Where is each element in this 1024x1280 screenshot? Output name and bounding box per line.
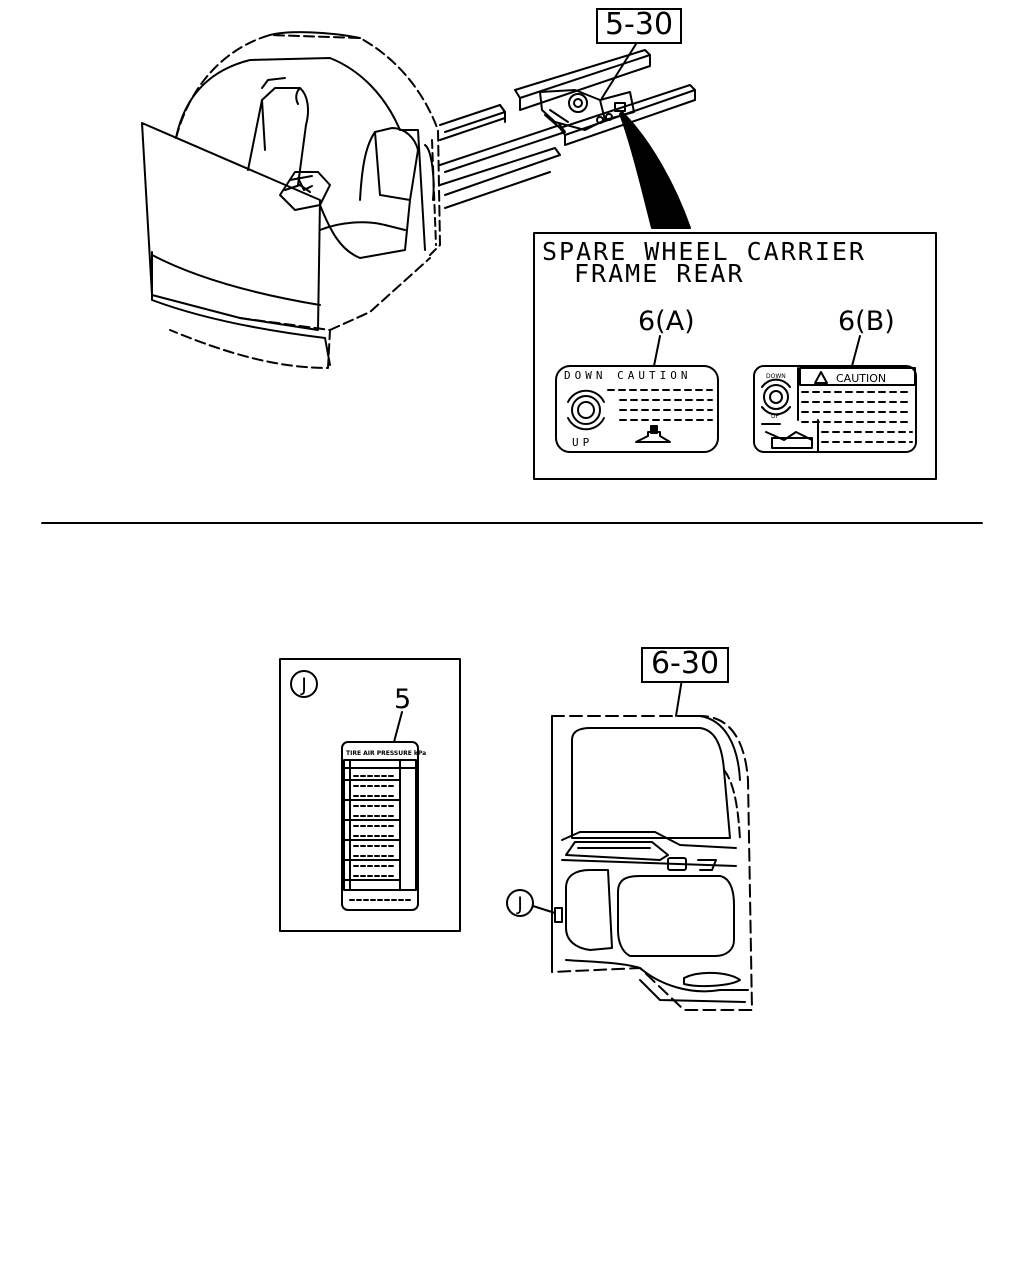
decal-b-up-text: UP <box>771 413 779 420</box>
decal-b-header-text: CAUTION <box>836 372 886 385</box>
decal-6a <box>555 365 719 453</box>
door-marker-letter: J <box>516 893 523 915</box>
leader-5-30 <box>601 43 637 99</box>
leader-part-5 <box>393 711 403 743</box>
label-6b: 6(B) <box>838 306 895 337</box>
decal-a-bottom-text: UP <box>572 436 593 449</box>
callout-title-line2: FRAME REAR <box>574 259 745 288</box>
callout-title-line1: SPARE WHEEL CARRIER <box>542 237 866 266</box>
door-illustration <box>551 715 753 1011</box>
callout-pointer <box>619 111 691 229</box>
detail-box-j <box>279 658 461 932</box>
tire-pressure-label <box>341 741 419 911</box>
chassis-frame-rails <box>439 49 696 209</box>
decal-a-top-text: DOWN CAUTION <box>564 369 691 382</box>
leader-6b <box>851 335 861 367</box>
leader-6a <box>653 335 661 367</box>
tire-label-header: TIRE AIR PRESSURE kPa <box>346 750 426 757</box>
decal-6b <box>753 365 917 453</box>
decal-b-down-text: DOWN <box>766 373 786 380</box>
door-marker-circle <box>506 889 534 917</box>
part-number-5: 5 <box>394 684 411 715</box>
leader-6-30 <box>675 678 683 717</box>
detail-marker-circle <box>290 670 318 698</box>
callout-box <box>533 232 937 480</box>
label-6a: 6(A) <box>638 306 695 337</box>
detail-marker-letter: J <box>300 674 307 696</box>
truck-cab-illustration <box>141 31 441 369</box>
ref-label-6-30: 6-30 <box>641 647 729 683</box>
leader-door-marker <box>532 905 556 914</box>
ref-label-5-30: 5-30 <box>596 8 682 44</box>
